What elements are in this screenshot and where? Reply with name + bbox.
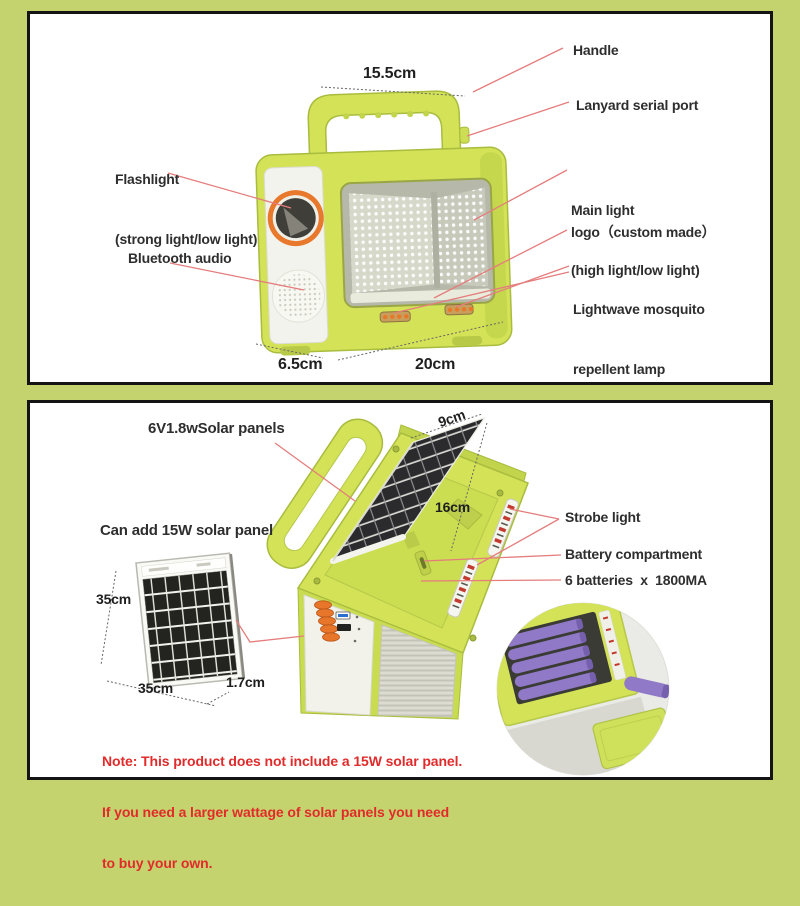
dimension-lines [100,413,488,707]
front-view-illustration [167,47,570,361]
dim-width: 20cm [415,356,456,373]
top-view-illustration [100,413,670,776]
dim-depth: 6.5cm [278,356,323,373]
screw-holes [313,445,504,642]
label-solar-panel: 6V1.8wSolar panels [148,420,285,437]
diffuser-strip [350,288,491,304]
mosquito-lamp-right [444,303,474,316]
dim-panel-length: 16cm [435,499,471,515]
main-light-window [339,177,496,309]
label-logo: logo（custom made） [571,224,716,240]
dim-big-thickness: 1.7cm [226,674,265,690]
dim-big-height: 35cm [96,591,132,607]
device-front-view [255,90,513,356]
note-text: Note: This product does not include a 15… [102,753,463,871]
product-infographic: { "colors": { "page_background": "#c5d36… [27,11,773,871]
label-add-panel: Can add 15W solar panel [100,522,273,539]
top-view-panel: 6V1.8wSolar panels 9cm 16cm Can add 15W … [27,400,773,871]
label-battery-compartment: Battery compartment [565,546,703,562]
label-handle: Handle [573,42,619,58]
ports-panel [303,594,375,716]
dim-handle-width: 15.5cm [363,65,417,82]
folded-handle [266,418,384,569]
battery-inset [496,602,670,776]
label-lanyard: Lanyard serial port [576,97,699,113]
dimension-lines [255,86,504,361]
foot-right [452,335,483,346]
label-main-light: Main light (high light/low light) [571,202,700,278]
device-top-view [266,416,529,720]
loose-battery [624,676,669,699]
leader-lines [235,442,562,643]
speaker-grille [271,269,325,323]
handle-grip-ridges [343,110,430,120]
label-mosquito: Lightwave mosquito repellent lamp [573,301,705,377]
strobe-light-strip-1 [487,498,519,558]
big-solar-panel [135,552,246,690]
leader-lines [167,47,570,314]
label-flashlight: Flashlight (strong light/low light) [115,171,258,247]
label-bluetooth: Bluetooth audio [128,250,232,266]
panel-strut [445,498,483,530]
vent-grille [378,625,456,717]
dim-big-width: 35cm [138,680,174,696]
panel-hinge [402,531,420,549]
usb-ports [335,611,361,643]
label-strobe: Strobe light [565,509,641,525]
strobe-light-strip-2 [447,558,479,618]
label-batteries: 6 batteries x 1800MA [565,572,707,588]
mosquito-lamp-left [379,310,411,323]
foot-left [280,345,311,356]
power-buttons [314,600,340,642]
front-view-panel: 15.5cm Flashlight (strong light/low ligh… [27,11,773,385]
batteries [504,618,597,701]
